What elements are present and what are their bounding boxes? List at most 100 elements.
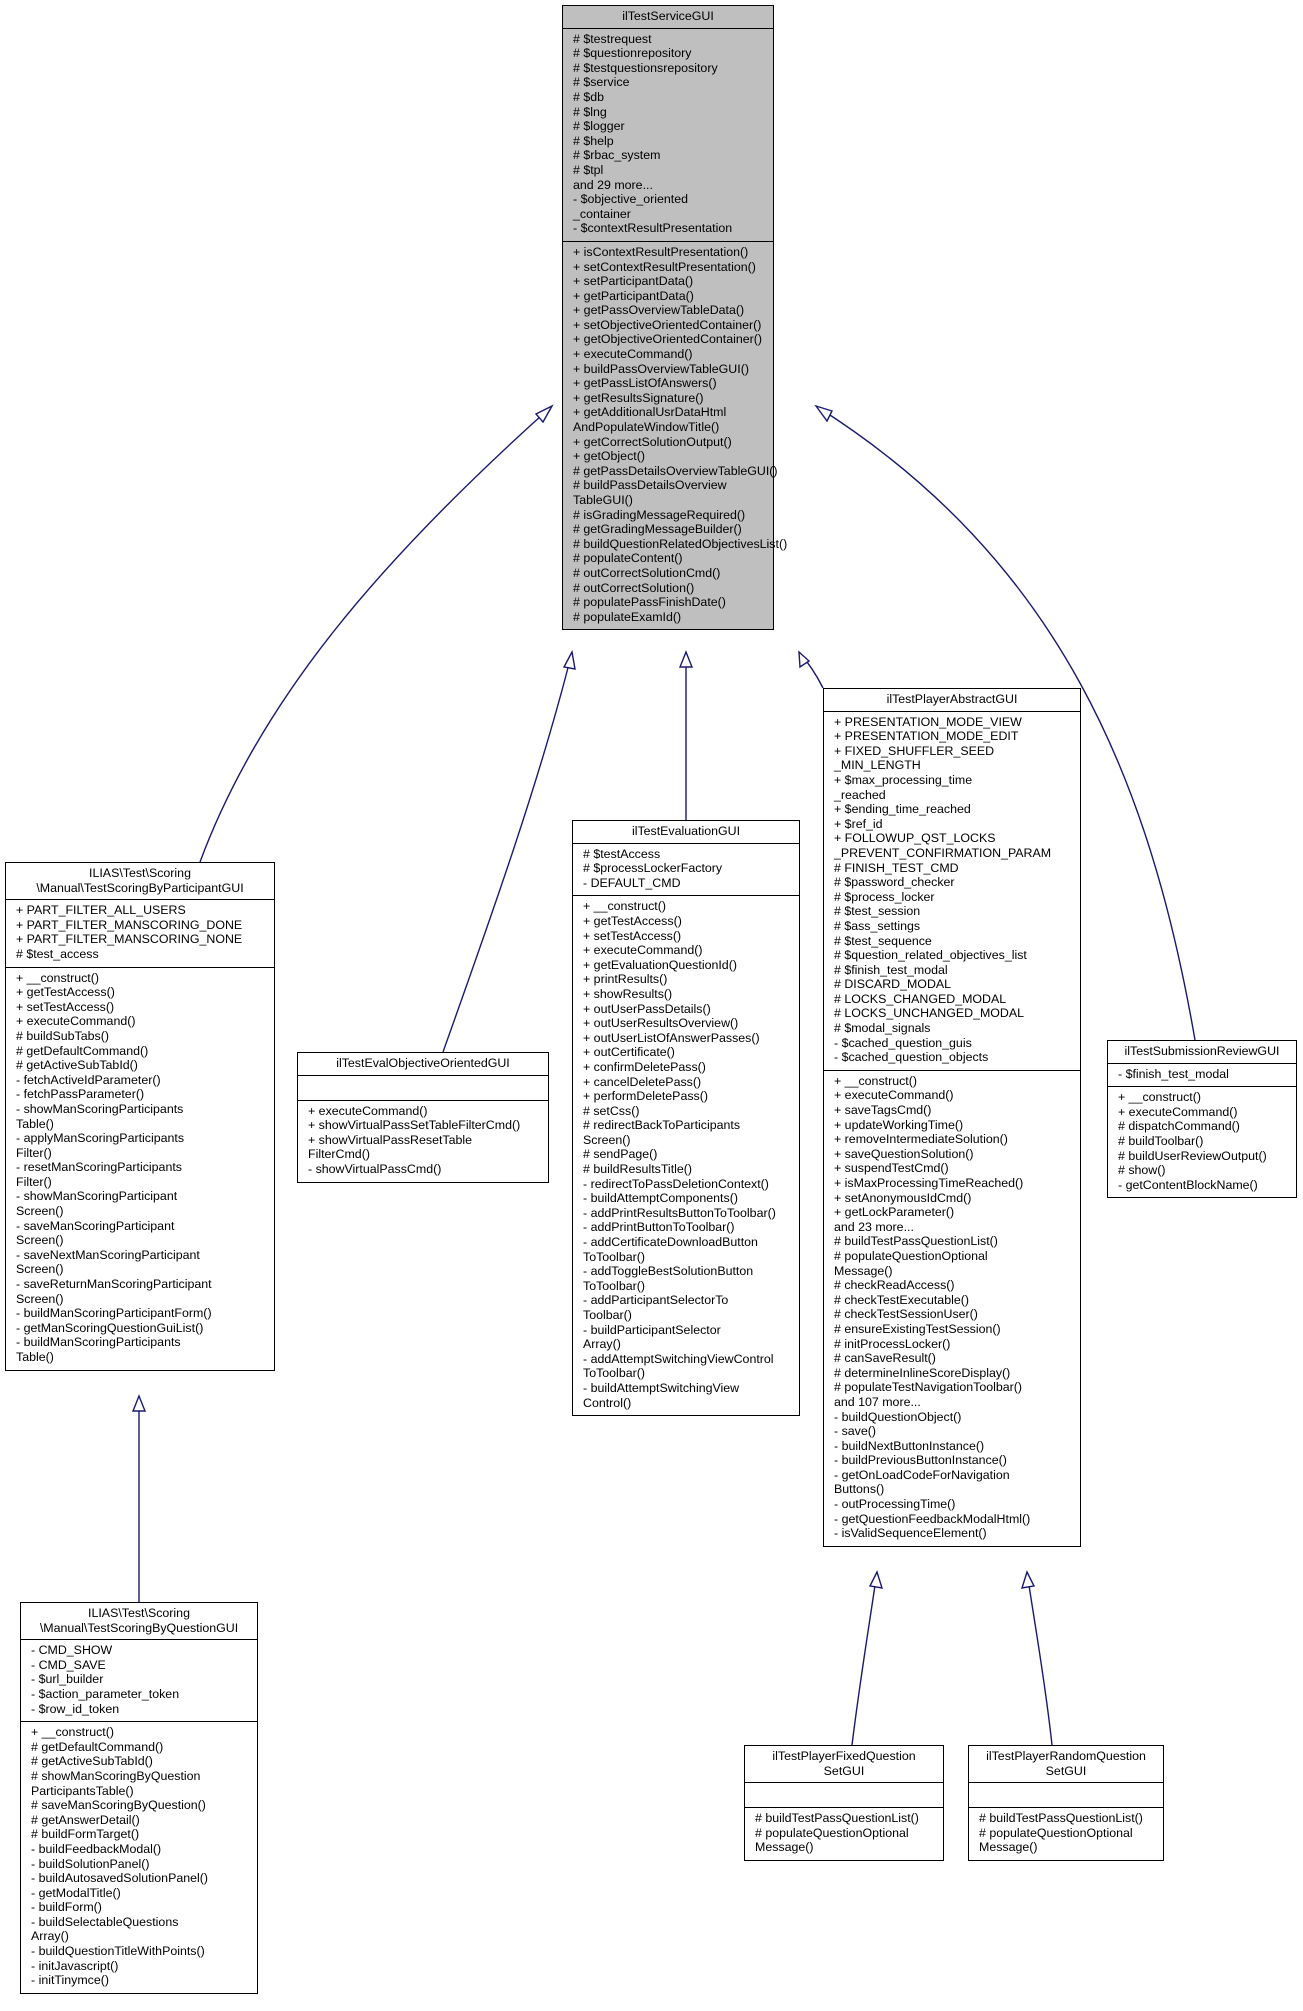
member-line: Toolbar() — [583, 1308, 632, 1322]
member-line: + $ending_time_reached — [834, 802, 971, 817]
attributes-section: # $testrequest# $questionrepository# $te… — [563, 29, 773, 242]
edge-fixed-to-player — [851, 1571, 878, 1746]
member-line: - buildQuestionTitleWithPoints() — [31, 1944, 205, 1959]
member-line: ilTestPlayerRandomQuestion — [986, 1749, 1146, 1763]
member-line: + confirmDeletePass() — [583, 1059, 706, 1074]
member-line: + outUserResultsOverview() — [583, 1016, 739, 1031]
member-line: # getPassDetailsOverviewTableGUI() — [573, 463, 778, 478]
member-line: # $service — [573, 75, 630, 90]
member-line: # $test_session — [834, 904, 921, 919]
methods-section: # buildTestPassQuestionList()# populateQ… — [969, 1808, 1163, 1860]
edge-participant-to-base — [199, 405, 553, 863]
member-line: # $ass_settings — [834, 918, 921, 933]
member-line: + getAdditionalUsrDataHtml — [573, 405, 727, 420]
member-line: - $row_id_token — [31, 1701, 120, 1716]
member-line: # getDefaultCommand() — [31, 1739, 164, 1754]
member-line: + cancelDeletePass() — [583, 1074, 702, 1089]
member-line: # $testrequest — [573, 31, 652, 46]
member-line: # populateExamId() — [573, 609, 682, 624]
methods-section: + __construct()# getDefaultCommand()# ge… — [21, 1722, 257, 1993]
member-line: + removeIntermediateSolution() — [834, 1132, 1008, 1147]
class-box-evalobj: ilTestEvalObjectiveOrientedGUI + execute… — [297, 1052, 549, 1183]
member-line: - buildForm() — [31, 1900, 102, 1915]
class-title: ilTestServiceGUI — [563, 6, 773, 29]
member-line: # $processLockerFactory — [583, 861, 723, 876]
member-line: + isMaxProcessingTimeReached() — [834, 1176, 1024, 1190]
member-line: - addAttemptSwitchingViewControl — [583, 1351, 774, 1366]
member-line: - buildSelectableQuestions — [31, 1914, 179, 1929]
class-title: ilTestEvalObjectiveOrientedGUI — [298, 1053, 548, 1076]
member-line: Table() — [16, 1116, 54, 1131]
member-line: # $testquestionsrepository — [573, 60, 718, 75]
member-line: + setAnonymousIdCmd() — [834, 1190, 972, 1205]
member-line: - isValidSequenceElement() — [834, 1526, 987, 1541]
member-line: # buildSubTabs() — [16, 1028, 109, 1043]
methods-section: + __construct()+ getTestAccess()+ setTes… — [573, 896, 799, 1415]
member-line: - $objective_oriented — [573, 192, 689, 207]
member-line: - $cached_question_objects — [834, 1050, 989, 1065]
class-title: ilTestSubmissionReviewGUI — [1108, 1041, 1296, 1064]
member-line: + showVirtualPassSetTableFilterCmd() — [308, 1118, 521, 1133]
member-line: + getEvaluationQuestionId() — [583, 957, 737, 972]
member-line: # $help — [573, 133, 614, 148]
member-line: - buildAttemptSwitchingView — [583, 1380, 740, 1395]
member-line: - outProcessingTime() — [834, 1497, 956, 1512]
member-line: + setTestAccess() — [16, 999, 115, 1014]
member-line: - buildSolutionPanel() — [31, 1856, 150, 1871]
arrowhead-fixed — [868, 1570, 884, 1589]
member-line: # show() — [1118, 1163, 1166, 1178]
member-line: - $finish_test_modal — [1118, 1066, 1229, 1081]
member-line: ToToolbar() — [583, 1366, 645, 1381]
member-line: + executeCommand() — [308, 1103, 428, 1118]
methods-section: + __construct()+ executeCommand()+ saveT… — [824, 1071, 1080, 1546]
member-line: and 107 more... — [834, 1394, 921, 1409]
member-line: # determineInlineScoreDisplay() — [834, 1365, 1011, 1380]
methods-section: + executeCommand()+ showVirtualPassSetTa… — [298, 1101, 548, 1182]
member-line: + $max_processing_time — [834, 772, 973, 787]
member-line: ToToolbar() — [583, 1278, 645, 1293]
member-line: # saveManScoringByQuestion() — [31, 1798, 206, 1813]
member-line: + __construct() — [583, 899, 666, 914]
member-line: _reached — [834, 787, 886, 802]
attributes-section: + PART_FILTER_ALL_USERS+ PART_FILTER_MAN… — [6, 900, 274, 968]
member-line: \Manual\TestScoringByParticipantGUI — [36, 880, 244, 895]
member-line: Message() — [834, 1263, 893, 1278]
member-line: # buildPassDetailsOverview — [573, 478, 727, 493]
member-line: TableGUI() — [573, 493, 633, 507]
edge-evalobj-to-base — [442, 651, 573, 1053]
member-line: + getPassListOfAnswers() — [573, 376, 717, 391]
member-line: # showManScoringByQuestion — [31, 1768, 201, 1783]
member-line: # redirectBackToParticipants — [583, 1118, 741, 1133]
member-line: - getModalTitle() — [31, 1885, 121, 1900]
member-line: # buildTestPassQuestionList() — [834, 1234, 998, 1249]
member-line: # initProcessLocker() — [834, 1336, 951, 1351]
member-line: + getCorrectSolutionOutput() — [573, 434, 732, 449]
member-line: Screen() — [583, 1132, 631, 1147]
member-line: # populateQuestionOptional — [834, 1248, 988, 1263]
member-line: # $questionrepository — [573, 46, 692, 61]
member-line: - initJavascript() — [31, 1958, 119, 1973]
member-line: + setContextResultPresentation() — [573, 259, 756, 274]
member-line: + executeCommand() — [573, 347, 693, 362]
member-line: + executeCommand() — [1118, 1104, 1238, 1119]
member-line: - resetManScoringParticipants — [16, 1160, 182, 1175]
attributes-section: # $testAccess# $processLockerFactory- DE… — [573, 844, 799, 897]
member-line: - saveManScoringParticipant — [16, 1218, 175, 1233]
member-line: # $password_checker — [834, 875, 955, 890]
arrowhead-evaluation — [678, 650, 694, 668]
class-box-participant: ILIAS\Test\Scoring\Manual\TestScoringByP… — [5, 862, 275, 1371]
member-line: # buildQuestionRelatedObjectivesList() — [573, 536, 788, 551]
member-line: # FINISH_TEST_CMD — [834, 860, 959, 875]
class-title: ILIAS\Test\Scoring\Manual\TestScoringByP… — [6, 863, 274, 901]
member-line: + $ref_id — [834, 816, 883, 831]
methods-section: + isContextResultPresentation()+ setCont… — [563, 242, 788, 629]
member-line: - save() — [834, 1424, 876, 1439]
member-line: # ensureExistingTestSession() — [834, 1321, 1001, 1336]
member-line: - $cached_question_guis — [834, 1035, 972, 1050]
class-box-base: ilTestServiceGUI # $testrequest# $questi… — [562, 5, 788, 631]
member-line: - getManScoringQuestionGuiList() — [16, 1320, 204, 1335]
member-line: + PRESENTATION_MODE_EDIT — [834, 729, 1019, 744]
member-line: + buildPassOverviewTableGUI() — [573, 361, 749, 376]
member-line: - $url_builder — [31, 1672, 104, 1687]
